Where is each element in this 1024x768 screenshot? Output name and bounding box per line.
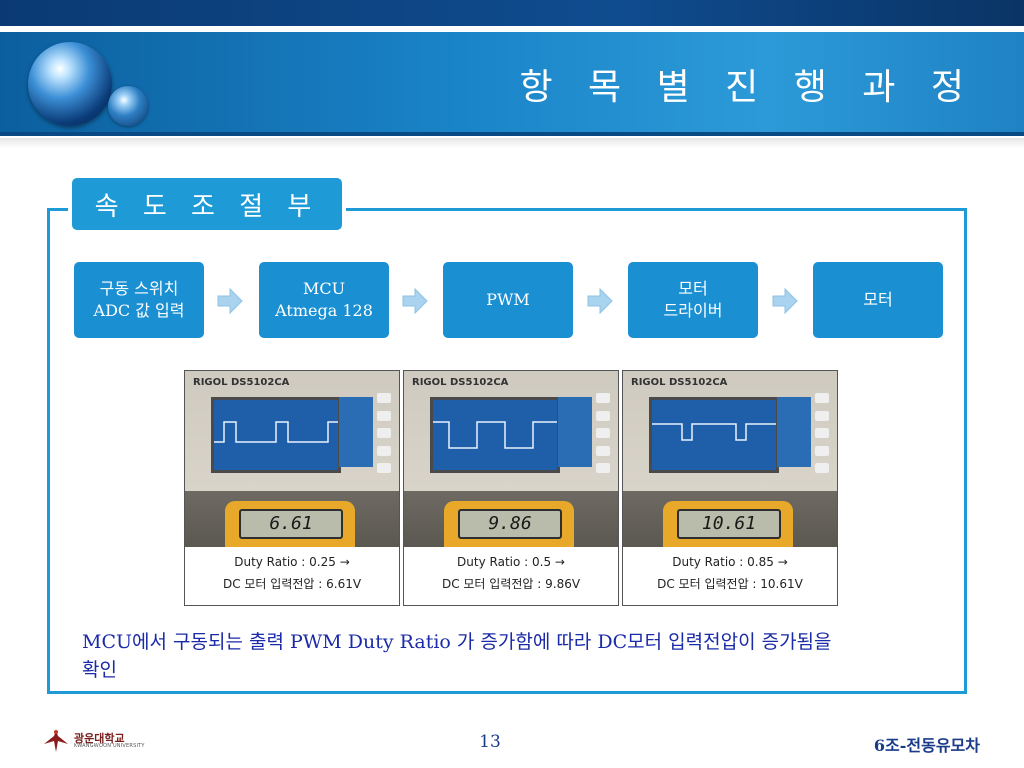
scope-brand: RIGOL DS5102CA xyxy=(412,377,509,388)
measurement-photo: RIGOL DS5102CA 6.61 Duty Ratio : 0.25 → … xyxy=(184,370,400,606)
right-arrow-icon xyxy=(587,287,613,315)
scope-screen xyxy=(211,397,341,473)
page-number: 13 xyxy=(479,732,501,752)
flow-box-line2: Atmega 128 xyxy=(275,301,373,320)
flow-box-switch-adc: 구동 스위치 ADC 값 입력 xyxy=(74,262,204,338)
scope-screen xyxy=(430,397,560,473)
university-name: 광운대학교 xyxy=(74,732,125,745)
multimeter-area: 10.61 xyxy=(623,491,837,547)
university-emblem-icon xyxy=(44,730,68,752)
content-frame xyxy=(47,208,967,694)
pwm-waveform-icon xyxy=(433,421,557,449)
scope-menu-panel xyxy=(558,397,592,467)
right-arrow-icon xyxy=(402,287,428,315)
header-top-bar xyxy=(0,0,1024,26)
note-line2: 확인 xyxy=(82,659,117,681)
slide-header: 항 목 별 진 행 과 정 xyxy=(0,0,1024,150)
flow-box-line1: 구동 스위치 xyxy=(99,279,179,298)
measurement-photo: RIGOL DS5102CA 10.61 Duty Ratio : 0.85 →… xyxy=(622,370,838,606)
flow-box-pwm: PWM xyxy=(443,262,573,338)
header-band xyxy=(0,32,1024,136)
flow-box-motor: 모터 xyxy=(813,262,943,338)
scope-menu-panel xyxy=(777,397,811,467)
multimeter-reading: 10.61 xyxy=(677,509,781,539)
multimeter: 9.86 xyxy=(444,501,574,547)
header-divider xyxy=(0,138,1024,148)
multimeter-area: 6.61 xyxy=(185,491,399,547)
caption-duty-ratio: Duty Ratio : 0.25 → xyxy=(234,555,350,569)
flow-box-line1: MCU xyxy=(302,279,346,298)
measurement-photo: RIGOL DS5102CA 9.86 Duty Ratio : 0.5 → D… xyxy=(403,370,619,606)
caption-input-voltage: DC 모터 입력전압 : 6.61V xyxy=(222,577,362,591)
conclusion-note: MCU에서 구동되는 출력 PWM Duty Ratio 가 증가함에 따라 D… xyxy=(82,628,982,684)
scope-buttons xyxy=(596,393,610,473)
scope-screen xyxy=(649,397,779,473)
note-line1: MCU에서 구동되는 출력 PWM Duty Ratio 가 증가함에 따라 D… xyxy=(82,631,832,653)
flow-box-mcu: MCU Atmega 128 xyxy=(259,262,389,338)
team-label: 6조-전동유모차 xyxy=(873,736,980,755)
oscilloscope: RIGOL DS5102CA xyxy=(623,371,837,491)
caption-duty-ratio: Duty Ratio : 0.5 → xyxy=(457,555,565,569)
right-arrow-icon xyxy=(772,287,798,315)
scope-buttons xyxy=(815,393,829,473)
scope-brand: RIGOL DS5102CA xyxy=(631,377,728,388)
multimeter-area: 9.86 xyxy=(404,491,618,547)
oscilloscope: RIGOL DS5102CA xyxy=(404,371,618,491)
flow-box-line2: ADC 값 입력 xyxy=(93,301,185,320)
pwm-waveform-icon xyxy=(214,421,338,443)
globe-logo-icon xyxy=(28,42,112,126)
photo-caption: Duty Ratio : 0.85 → DC 모터 입력전압 : 10.61V xyxy=(623,547,837,605)
caption-input-voltage: DC 모터 입력전압 : 10.61V xyxy=(657,577,803,591)
flow-box-line2: 드라이버 xyxy=(663,301,723,320)
oscilloscope: RIGOL DS5102CA xyxy=(185,371,399,491)
flow-box-line1: 모터 xyxy=(863,290,893,309)
flow-box-line1: 모터 xyxy=(678,279,708,298)
caption-input-voltage: DC 모터 입력전압 : 9.86V xyxy=(441,577,581,591)
multimeter-reading: 9.86 xyxy=(458,509,562,539)
multimeter: 10.61 xyxy=(663,501,793,547)
photo-caption: Duty Ratio : 0.25 → DC 모터 입력전압 : 6.61V xyxy=(185,547,399,605)
caption-duty-ratio: Duty Ratio : 0.85 → xyxy=(672,555,788,569)
small-globe-icon xyxy=(108,86,148,126)
pwm-waveform-icon xyxy=(652,423,776,441)
multimeter: 6.61 xyxy=(225,501,355,547)
right-arrow-icon xyxy=(217,287,243,315)
university-subtitle: KWANGWOON UNIVERSITY xyxy=(74,743,145,749)
scope-buttons xyxy=(377,393,391,473)
measurement-photos: RIGOL DS5102CA 6.61 Duty Ratio : 0.25 → … xyxy=(184,370,840,606)
scope-menu-panel xyxy=(339,397,373,467)
flow-box-line1: PWM xyxy=(486,290,530,309)
slide-title: 항 목 별 진 행 과 정 xyxy=(519,67,976,108)
scope-brand: RIGOL DS5102CA xyxy=(193,377,290,388)
flow-box-motor-driver: 모터 드라이버 xyxy=(628,262,758,338)
photo-caption: Duty Ratio : 0.5 → DC 모터 입력전압 : 9.86V xyxy=(404,547,618,605)
section-tab: 속 도 조 절 부 xyxy=(72,178,342,230)
multimeter-reading: 6.61 xyxy=(239,509,343,539)
university-logo: 광운대학교 KWANGWOON UNIVERSITY xyxy=(42,728,162,754)
